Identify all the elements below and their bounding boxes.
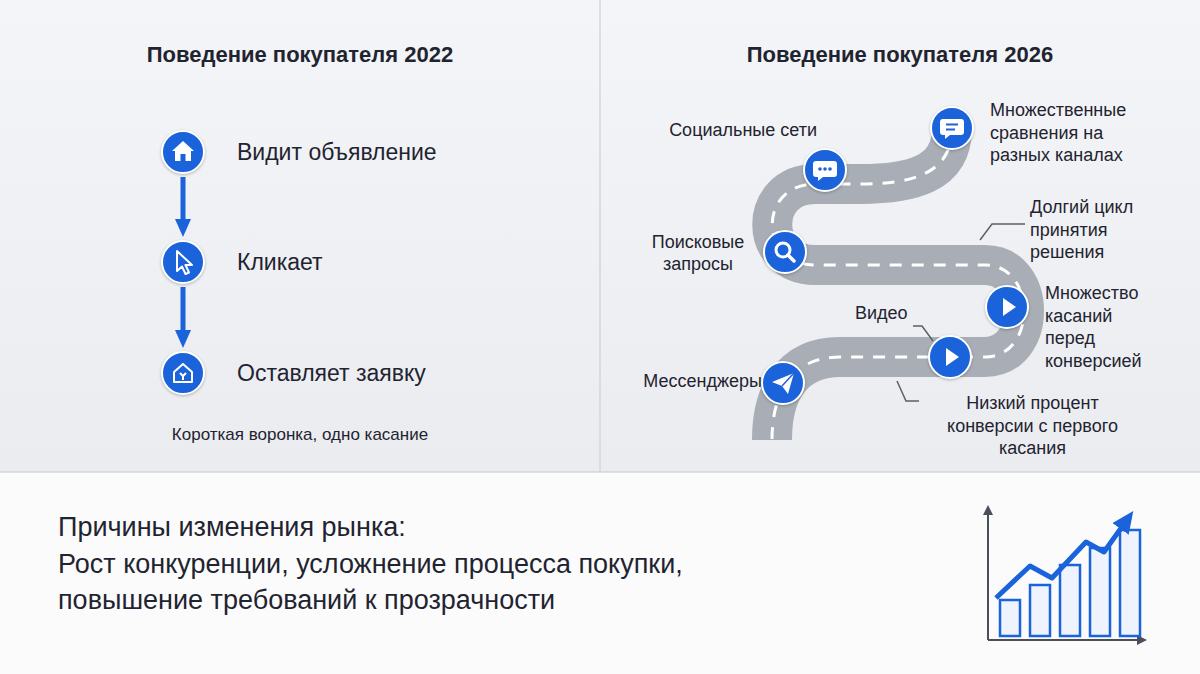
band-ground [0, 472, 1200, 674]
icon-circle: Множество касаний перед конверсией [985, 285, 1029, 329]
plane-icon [761, 361, 805, 405]
house-icon [161, 130, 205, 174]
leader-line [897, 381, 919, 401]
growth-chart-icon [988, 510, 1142, 640]
node-text: Мессенджеры [612, 370, 762, 393]
flow-arrow [181, 177, 186, 227]
divider [599, 0, 601, 472]
node-text: Видео [855, 302, 917, 325]
node-text: Множественные сравнения на разных канала… [990, 99, 1162, 167]
icon-circle: Мессенджеры [761, 361, 805, 405]
panel-heading: Поведение покупателя 2026 [600, 41, 1200, 69]
panel: Поведение покупателя 2022Короткая воронк… [0, 0, 600, 472]
divider [0, 471, 1200, 473]
icon-circle: Поисковые запросы [763, 230, 807, 274]
band-heading: Причины изменения рынка: [58, 511, 778, 545]
search-icon [763, 230, 807, 274]
icon-circle: Множественные сравнения на разных канала… [930, 106, 974, 150]
icon-circle: Видит объявление [161, 130, 205, 174]
leader-line [913, 326, 933, 341]
play-icon [985, 285, 1029, 329]
flow-arrow [181, 287, 186, 338]
icon-circle: Оставляет заявку [161, 351, 205, 395]
node-text: Оставляет заявку [237, 359, 567, 388]
leader-line [980, 224, 1025, 240]
pin-icon [161, 351, 205, 395]
node-text: Поисковые запросы [636, 231, 760, 276]
play-icon [928, 335, 972, 379]
panel-ground [0, 0, 1200, 472]
panel-heading: Поведение покупателя 2022 [0, 41, 600, 69]
callout-label: Долгий цикл принятия решения [1030, 196, 1162, 264]
band-text: Рост конкуренции, усложнение процесса по… [58, 546, 778, 619]
reasons-band: Причины изменения рынка:Рост конкуренции… [0, 472, 1200, 674]
lines-icon [930, 106, 974, 150]
chat-icon [803, 148, 847, 192]
icon-circle: Видео [928, 335, 972, 379]
node-text: Кликает [237, 248, 567, 277]
panel-note: Короткая воронка, одно касание [0, 424, 600, 445]
node-text: Социальные сети [612, 119, 817, 142]
callout-label: Низкий процент конверсии с первого касан… [925, 392, 1140, 460]
node-text: Видит объявление [237, 138, 567, 167]
panel: Поведение покупателя 2026Социальные сети… [600, 0, 1200, 472]
node-text: Множество касаний перед конверсией [1045, 282, 1165, 372]
icon-circle: Социальные сети [803, 148, 847, 192]
icon-circle: Кликает [161, 240, 205, 284]
cursor-icon [161, 240, 205, 284]
